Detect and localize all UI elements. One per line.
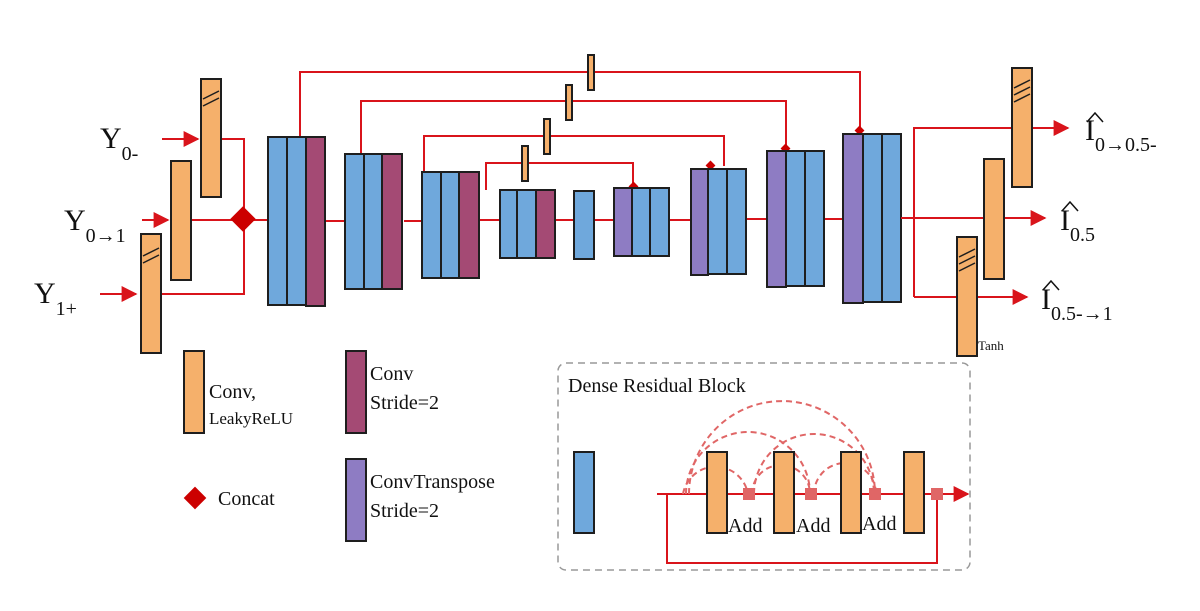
legend-conv-stride-label-2: Stride=2 xyxy=(370,392,439,414)
input-conv-y0minus xyxy=(200,78,222,198)
output-conv-2 xyxy=(983,158,1005,280)
hat-icon xyxy=(1086,111,1104,123)
add-label-2: Add xyxy=(796,515,830,537)
input-conv-y1plus xyxy=(140,233,162,354)
legend-conv-transpose-label-2: Stride=2 xyxy=(370,500,439,522)
hatch-icon xyxy=(958,248,976,258)
output-label-3: I0.5-→1 xyxy=(1041,279,1113,325)
dense-conv-2 xyxy=(773,451,795,534)
dense-block-title: Dense Residual Block xyxy=(568,375,746,397)
decoder-block-3 xyxy=(766,150,825,288)
legend-conv-leaky-label-2: LeakyReLU xyxy=(209,409,293,428)
output-label-1: I0→0.5- xyxy=(1085,111,1157,156)
svg-text:I0.5-→1: I0.5-→1 xyxy=(1041,283,1113,325)
svg-text:I0→0.5-: I0→0.5- xyxy=(1085,114,1157,156)
input-label-y0minus: Y0- xyxy=(100,122,138,165)
legend-conv-transpose-label-1: ConvTranspose xyxy=(370,471,495,493)
dense-conv-4 xyxy=(903,451,925,534)
legend-conv-stride-swatch xyxy=(345,350,367,434)
output-conv-3-tanh xyxy=(956,236,978,357)
add-node-icon xyxy=(931,488,943,500)
bottleneck-block xyxy=(573,190,595,260)
input-label-y1plus: Y1+ xyxy=(34,277,77,320)
legend-conv-transpose-swatch xyxy=(345,458,367,542)
encoder-block-4 xyxy=(499,189,556,259)
concat-dot-icon xyxy=(705,160,716,171)
dense-block-icon xyxy=(573,451,595,534)
hat-icon xyxy=(1042,279,1060,291)
hatch-icon xyxy=(958,262,976,272)
dense-conv-3 xyxy=(840,451,862,534)
hatch-icon xyxy=(202,97,220,107)
output-conv-1 xyxy=(1011,67,1033,188)
input-conv-y01 xyxy=(170,160,192,281)
hat-icon xyxy=(1061,200,1079,212)
hatch-icon xyxy=(958,255,976,265)
skip-conv-2 xyxy=(565,84,573,121)
input-label-y01: Y0→1 xyxy=(64,204,126,247)
legend-conv-leaky-label-1: Conv, xyxy=(209,381,256,403)
concat-dot-icon xyxy=(854,125,865,136)
legend-concat-label: Concat xyxy=(218,488,275,510)
hatch-icon xyxy=(1013,79,1031,89)
add-node-icon xyxy=(869,488,881,500)
output-wires xyxy=(901,120,1070,305)
hatch-icon xyxy=(202,90,220,100)
encoder-block-3 xyxy=(421,171,480,279)
skip-conv-4 xyxy=(521,145,529,182)
add-label-3: Add xyxy=(862,513,896,535)
skip-conv-3 xyxy=(543,118,551,155)
decoder-block-2 xyxy=(690,168,747,276)
output-label-2: I0.5 xyxy=(1060,200,1095,246)
skip-conv-1 xyxy=(587,54,595,91)
add-label-1: Add xyxy=(728,515,762,537)
hatch-icon xyxy=(142,247,160,257)
hatch-icon xyxy=(1013,86,1031,96)
legend-conv-stride-label-1: Conv xyxy=(370,363,413,385)
main-spine-wires xyxy=(325,218,843,222)
concat-diamond-icon xyxy=(230,206,256,232)
tanh-label: Tanh xyxy=(978,338,1004,353)
hatch-icon xyxy=(1013,93,1031,103)
dense-block-frame xyxy=(557,362,971,571)
dense-conv-1 xyxy=(706,451,728,534)
decoder-block-1 xyxy=(613,187,670,257)
add-node-icon xyxy=(743,488,755,500)
add-node-icon xyxy=(805,488,817,500)
legend-concat-icon xyxy=(183,486,207,510)
svg-text:I0.5: I0.5 xyxy=(1060,204,1095,246)
hatch-icon xyxy=(142,254,160,264)
encoder-block-1 xyxy=(267,136,326,307)
decoder-block-4 xyxy=(842,133,902,304)
encoder-block-2 xyxy=(344,153,403,290)
skip-connections xyxy=(299,71,861,190)
legend-conv-leaky-swatch xyxy=(183,350,205,434)
